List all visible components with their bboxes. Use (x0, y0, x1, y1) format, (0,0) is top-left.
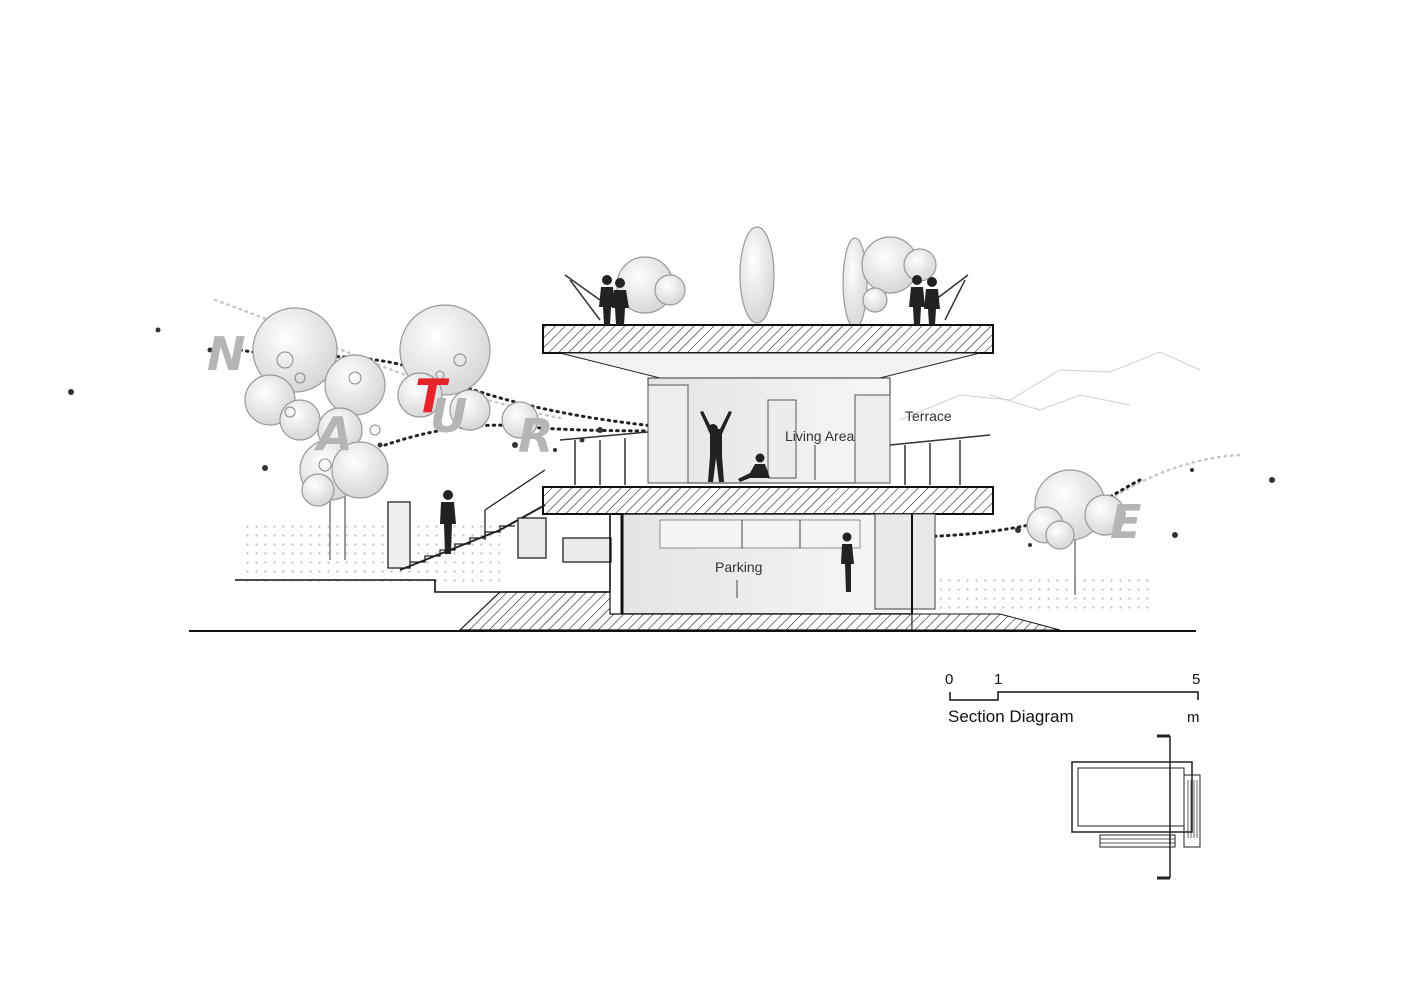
tree-left (244, 304, 539, 560)
scale-tick-1: 1 (994, 671, 1002, 688)
ground-dots-right (940, 575, 1155, 613)
scale-unit: m (1187, 709, 1200, 726)
nature-letter-a: A (314, 407, 353, 461)
nature-letter-u: U (430, 389, 467, 443)
people-silhouettes (440, 275, 940, 592)
roof-trees (616, 226, 937, 329)
upper-door (767, 399, 797, 479)
stairs (387, 469, 612, 571)
flow-curve-black-2 (383, 423, 702, 447)
parking-ceiling-panel (659, 519, 861, 549)
ground-dots-left (240, 525, 500, 583)
roof-slab (542, 324, 994, 354)
scatter-dots (68, 327, 1275, 547)
nature-letter-e: E (1110, 495, 1141, 549)
label-parking: Parking (715, 559, 762, 575)
scale-tick-5: 5 (1192, 671, 1200, 688)
scale-tick-0: 0 (945, 671, 953, 688)
nature-letter-t: T (415, 369, 450, 423)
facade-verticals (736, 445, 816, 598)
upper-panel-right (854, 394, 891, 484)
label-terrace: Terrace (905, 408, 952, 424)
foundation-right (911, 613, 1061, 631)
scale-bar: 0 1 5 m (945, 671, 1200, 726)
nature-letter-r: R (518, 409, 553, 463)
roof-railings (564, 274, 969, 321)
terrace-railing-left (559, 431, 649, 485)
upper-panel-left (647, 384, 689, 484)
ground-step-left (235, 514, 611, 593)
terrace-railing-right (889, 434, 991, 485)
tree-right (1026, 469, 1126, 595)
parking-wall-right (874, 513, 936, 610)
label-living-area: Living Area (785, 428, 854, 444)
roof-overhang (559, 352, 981, 379)
mountain-outline (899, 351, 1201, 421)
nature-letter-n: N (207, 327, 246, 381)
tree-left-small-circles (276, 351, 467, 472)
mid-slab (542, 486, 994, 515)
key-plan (1071, 734, 1201, 880)
diagram-title: Section Diagram (948, 707, 1074, 726)
